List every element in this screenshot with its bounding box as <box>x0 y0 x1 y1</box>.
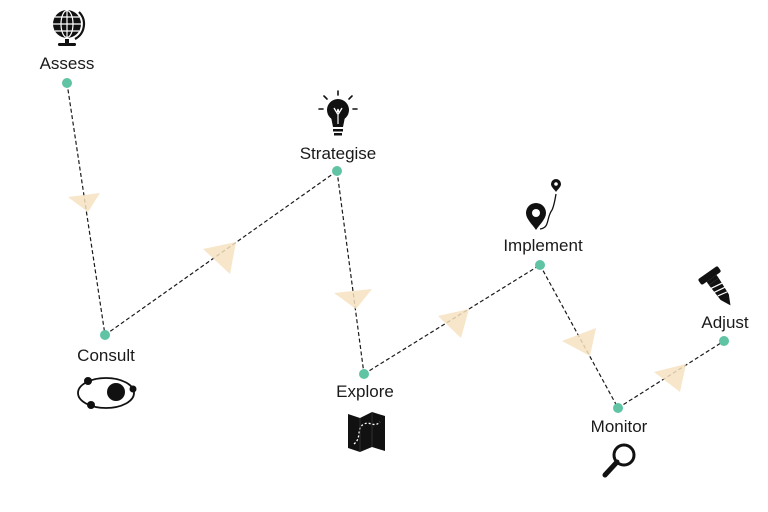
node-strategise[interactable] <box>332 166 342 176</box>
edge-explore-implement <box>363 264 541 375</box>
node-implement[interactable] <box>535 260 545 270</box>
arrow-explore-implement <box>438 309 469 338</box>
lightbulb-icon <box>318 90 358 136</box>
label-implement: Implement <box>503 236 583 255</box>
magnifier-icon <box>602 443 636 478</box>
edge-consult-strategise <box>104 170 338 336</box>
arrow-assess-consult <box>68 193 100 212</box>
label-strategise: Strategise <box>300 144 377 163</box>
connector-lines <box>66 82 725 409</box>
step-labels: Assess Consult Strategise Explore Implem… <box>40 54 749 436</box>
node-assess[interactable] <box>62 78 72 88</box>
arrow-consult-strategise <box>203 242 236 274</box>
arrow-monitor-adjust <box>654 364 686 392</box>
arrow-implement-monitor <box>562 328 596 356</box>
direction-arrows <box>68 193 686 392</box>
edge-strategise-explore <box>336 170 365 375</box>
label-monitor: Monitor <box>591 417 648 436</box>
label-explore: Explore <box>336 382 394 401</box>
screw-icon <box>698 266 731 306</box>
node-monitor[interactable] <box>613 403 623 413</box>
node-consult[interactable] <box>100 330 110 340</box>
step-nodes <box>62 78 729 413</box>
arrow-strategise-explore <box>334 289 372 309</box>
node-adjust[interactable] <box>719 336 729 346</box>
globe-icon <box>53 9 86 46</box>
node-explore[interactable] <box>359 369 369 379</box>
label-adjust: Adjust <box>701 313 749 332</box>
location-pin-icon <box>526 179 561 230</box>
edge-monitor-adjust <box>617 340 725 409</box>
label-assess: Assess <box>40 54 95 73</box>
orbit-icon <box>77 377 137 409</box>
map-icon <box>348 412 385 452</box>
label-consult: Consult <box>77 346 135 365</box>
